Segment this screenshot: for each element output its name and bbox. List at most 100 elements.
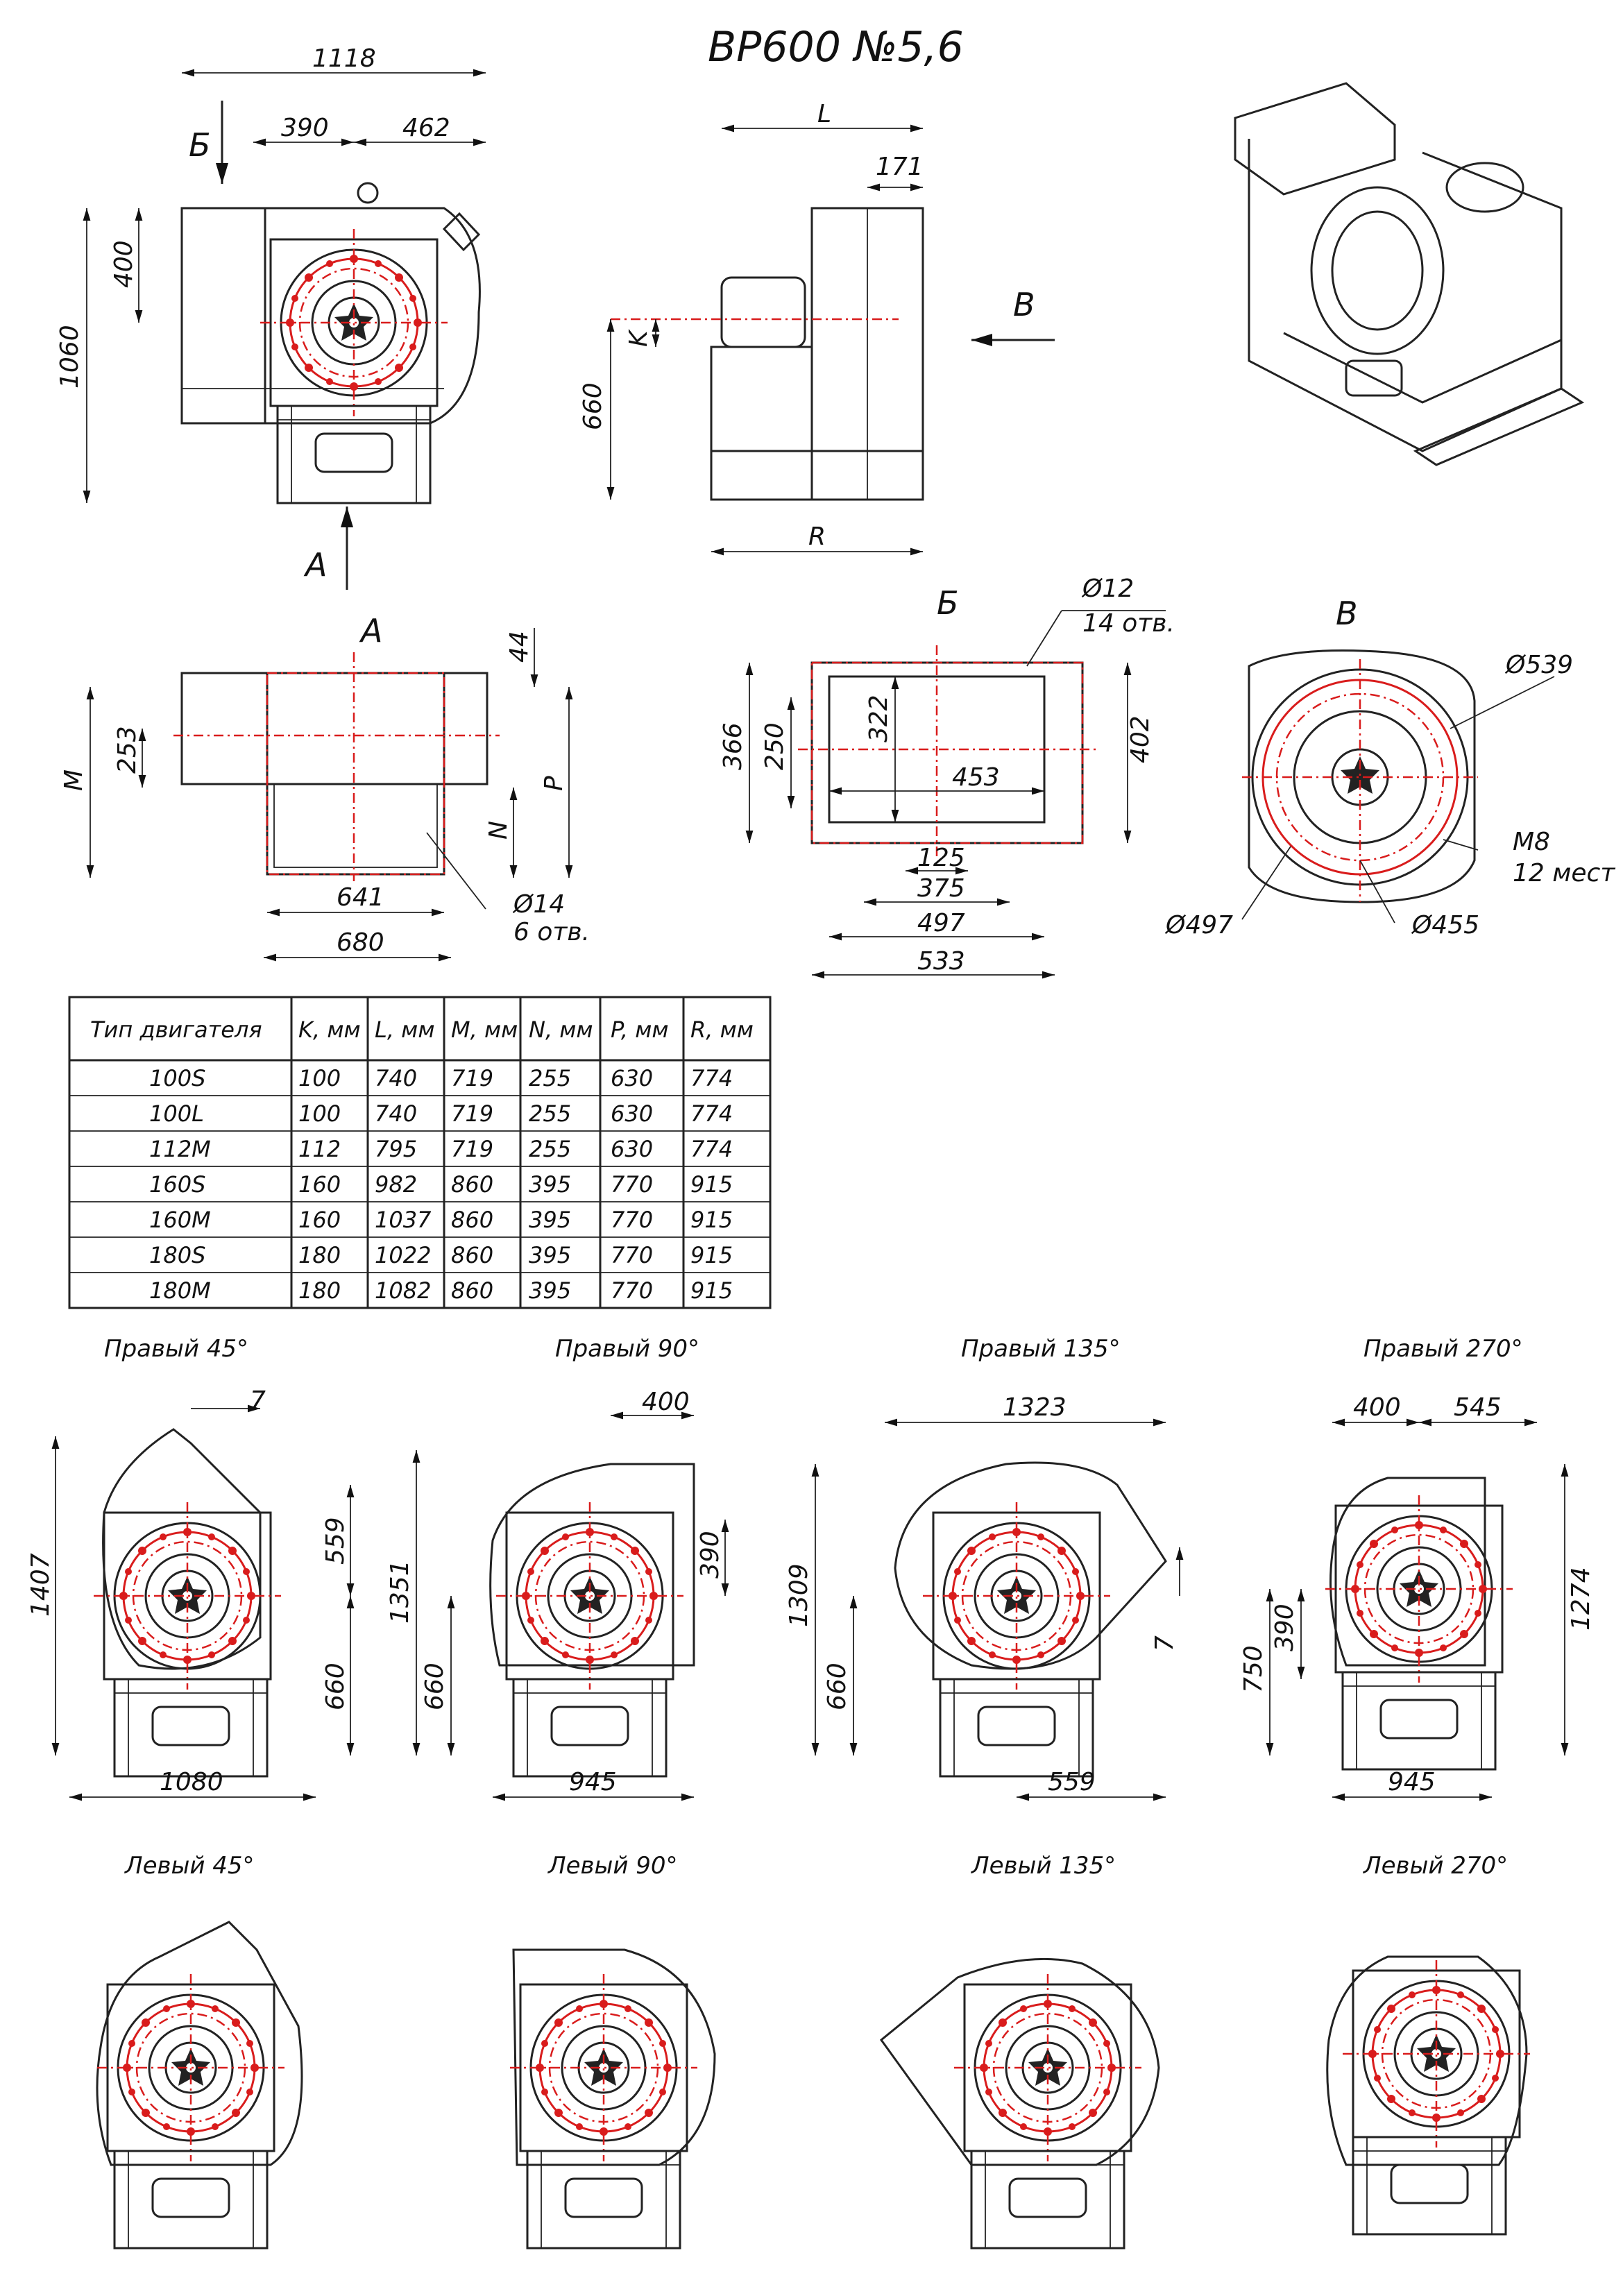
view-a: А 44 M 253 P N 641 680 Ø14 6 отв. <box>60 612 590 962</box>
table-cell: 112 <box>298 1136 341 1162</box>
table-cell-motor: 180M <box>149 1277 211 1304</box>
table-cell: 860 <box>451 1207 493 1233</box>
variant-left-90: Левый 90° <box>509 1852 716 2250</box>
table-cell: 395 <box>529 1207 571 1233</box>
table-cell: 160 <box>298 1207 341 1233</box>
variant-title: Левый 270° <box>1362 1852 1508 1880</box>
variant-left-135: Левый 135° <box>879 1852 1160 2250</box>
dim-L: L <box>817 100 831 128</box>
dim-253: 253 <box>113 726 142 774</box>
variant-title: Левый 90° <box>547 1852 678 1880</box>
side-view: L 171 K 660 R В <box>579 100 1055 556</box>
table-cell: 255 <box>529 1100 571 1127</box>
dim-M: M <box>60 769 88 791</box>
dim-7: 7 <box>1150 1635 1179 1651</box>
table-cell-motor: 180S <box>149 1242 205 1268</box>
dim-P: P <box>540 776 568 791</box>
drawing-title: ВР600 №5,6 <box>708 23 964 71</box>
view-a-title: А <box>359 612 382 649</box>
dim-559: 559 <box>321 1517 350 1565</box>
dim-390: 390 <box>1271 1604 1299 1651</box>
th-l: L, мм <box>375 1017 434 1043</box>
table-cell: 915 <box>690 1171 733 1198</box>
table-cell-motor: 160M <box>149 1207 211 1233</box>
dim-400: 400 <box>1353 1393 1401 1422</box>
table-cell: 719 <box>451 1100 493 1127</box>
thread-count-12: 12 мест <box>1513 859 1615 887</box>
th-n: N, мм <box>529 1017 593 1043</box>
isometric-view <box>1234 82 1585 466</box>
dim-7: 7 <box>250 1386 266 1415</box>
variant-title: Левый 45° <box>124 1852 255 1880</box>
th-p: P, мм <box>611 1017 669 1043</box>
table-cell: 982 <box>375 1171 417 1198</box>
variant-right-270: Правый 270° 400 545 1274 390 750 945 <box>1239 1335 1595 1801</box>
table-cell: 774 <box>690 1100 733 1127</box>
table-cell-motor: 100L <box>149 1100 204 1127</box>
motor-table: Тип двигателя K, мм L, мм M, мм N, мм P,… <box>68 996 772 1309</box>
arrow-v-label: В <box>1013 286 1035 323</box>
variant-left-45: Левый 45° <box>96 1852 303 2250</box>
variant-left-270: Левый 270° <box>1326 1852 1531 2236</box>
dim-1351: 1351 <box>386 1560 414 1624</box>
table-cell: 100 <box>298 1065 341 1091</box>
dim-497: 497 <box>917 909 965 937</box>
table-cell: 770 <box>611 1277 653 1304</box>
hole-count-14: 14 отв. <box>1082 609 1175 638</box>
view-v: В Ø539 Ø497 Ø455 M8 12 мест <box>1164 595 1615 939</box>
dim-400: 400 <box>642 1388 690 1416</box>
dim-945: 945 <box>1388 1768 1436 1796</box>
hole-dia-12: Ø12 <box>1081 575 1134 603</box>
dim-K: K <box>624 329 653 347</box>
dim-462: 462 <box>402 114 450 142</box>
dim-171: 171 <box>876 153 924 181</box>
table-cell: 770 <box>611 1242 653 1268</box>
table-cell: 915 <box>690 1242 733 1268</box>
dim-375: 375 <box>917 874 965 903</box>
variant-title: Правый 270° <box>1363 1335 1523 1363</box>
table-cell: 719 <box>451 1136 493 1162</box>
table-cell: 740 <box>375 1100 417 1127</box>
dim-390: 390 <box>696 1531 724 1579</box>
variant-title: Левый 135° <box>970 1852 1116 1880</box>
dim-1080: 1080 <box>160 1768 223 1796</box>
variant-title: Правый 90° <box>555 1335 699 1363</box>
arrow-a-label: А <box>303 546 327 584</box>
dim-641: 641 <box>337 883 384 912</box>
table-cell-motor: 112M <box>149 1136 211 1162</box>
table-cell: 160 <box>298 1171 341 1198</box>
dim-660: 660 <box>321 1663 350 1710</box>
table-cell: 774 <box>690 1136 733 1162</box>
dia-497: Ø497 <box>1164 911 1233 939</box>
table-cell: 1082 <box>375 1277 431 1304</box>
table-cell: 630 <box>611 1100 653 1127</box>
variant-title: Правый 135° <box>961 1335 1121 1363</box>
table-cell: 255 <box>529 1065 571 1091</box>
dim-125: 125 <box>917 844 965 872</box>
view-v-title: В <box>1336 595 1358 632</box>
dim-545: 545 <box>1454 1393 1502 1422</box>
view-b: Б 366 250 322 453 402 125 375 497 533 Ø1… <box>719 575 1175 979</box>
dim-R: R <box>808 522 826 551</box>
dim-N: N <box>484 821 513 840</box>
dim-559: 559 <box>1048 1768 1096 1796</box>
dim-660-side: 660 <box>579 382 607 430</box>
table-cell: 770 <box>611 1171 653 1198</box>
th-r: R, мм <box>690 1017 754 1043</box>
dim-1060: 1060 <box>56 325 84 389</box>
table-cell: 795 <box>375 1136 417 1162</box>
variant-title: Правый 45° <box>104 1335 248 1363</box>
dim-750: 750 <box>1239 1645 1268 1693</box>
th-m: M, мм <box>451 1017 518 1043</box>
dim-1323: 1323 <box>1003 1393 1067 1422</box>
dim-945: 945 <box>569 1768 617 1796</box>
table-cell: 770 <box>611 1207 653 1233</box>
dim-322: 322 <box>865 695 893 742</box>
dim-1407: 1407 <box>26 1553 55 1617</box>
table-cell-motor: 100S <box>149 1065 205 1091</box>
dim-660: 660 <box>420 1663 449 1710</box>
table-cell: 860 <box>451 1171 493 1198</box>
dim-250: 250 <box>760 722 789 770</box>
dim-1274: 1274 <box>1567 1567 1595 1631</box>
